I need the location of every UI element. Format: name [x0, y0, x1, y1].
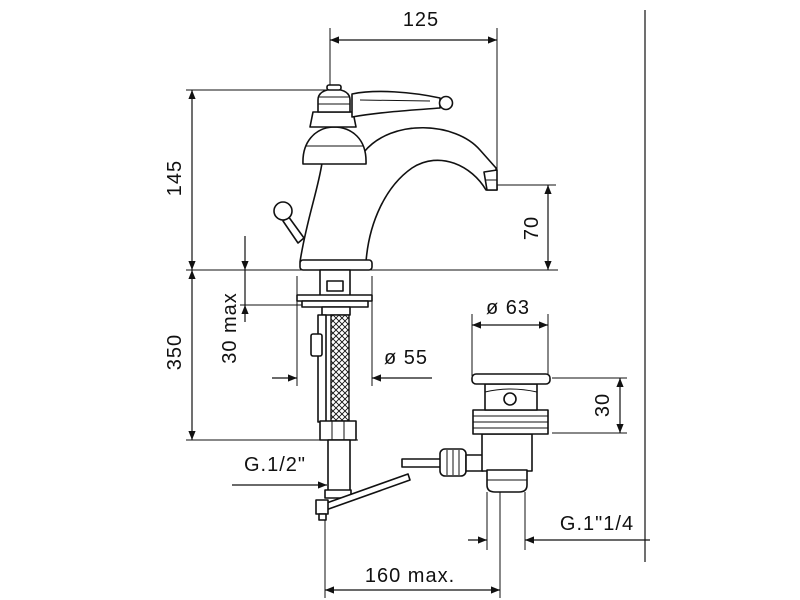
hex-fitting — [319, 420, 357, 441]
fixing-nut — [301, 300, 369, 308]
popup-knob — [273, 201, 305, 244]
dimension-label: G.1"1/4 — [560, 513, 634, 535]
dimension-label: 350 — [164, 334, 186, 370]
dimension-top-width: 125 — [329, 9, 498, 178]
pivot-housing — [465, 454, 484, 472]
dimension-drain-height: 30 — [552, 377, 627, 434]
handle-cap-top — [326, 84, 342, 91]
dimension-label: G.1/2" — [244, 454, 306, 476]
rod-clip — [315, 499, 329, 515]
drain-body — [481, 433, 533, 472]
handle-collar — [309, 111, 357, 128]
dimension-upper-height: 145 — [164, 89, 328, 270]
hose-connector — [321, 306, 351, 316]
drain-tail — [486, 469, 528, 493]
braided-hose — [330, 314, 350, 422]
plug-stem — [503, 392, 517, 406]
under-deck-assembly — [296, 269, 411, 521]
handle-cap — [317, 88, 351, 113]
plug-curve — [484, 388, 538, 393]
dimension-supply-thread: G.1/2" — [232, 454, 327, 489]
popup-ball — [273, 201, 293, 221]
dimension-spout-height: 70 — [492, 184, 556, 270]
supply-pipe — [327, 439, 351, 493]
base-plate — [299, 259, 373, 271]
tube-clip — [310, 333, 323, 357]
dimension-label: 70 — [521, 216, 543, 240]
rigid-tube — [317, 314, 327, 423]
dimension-label: ø 55 — [384, 347, 428, 369]
dimension-label: ø 63 — [486, 297, 530, 319]
dimension-base-diameter: ø 55 — [272, 276, 432, 386]
rod-screw — [318, 513, 327, 521]
dimension-label: 145 — [164, 160, 186, 196]
dimension-drain-diameter: ø 63 — [471, 297, 549, 376]
dimension-label: 30 — [592, 393, 614, 417]
handle-lever — [351, 90, 441, 118]
dimension-deck-max: 30 max — [219, 236, 334, 364]
lever-ball — [438, 95, 454, 111]
dimension-drain-thread: G.1"1/4 — [468, 492, 650, 550]
dimension-label: 160 max. — [365, 565, 455, 587]
dimension-label: 125 — [403, 9, 439, 31]
popup-drain — [401, 373, 551, 493]
handle — [309, 84, 454, 128]
faucet-body — [299, 126, 498, 271]
shank-nut — [326, 280, 344, 292]
lever-detail — [359, 99, 431, 102]
dimension-rod-max: 160 max. — [324, 492, 501, 598]
dimension-label: 30 max — [219, 292, 241, 364]
pivot-rod — [401, 458, 443, 468]
drain-flange — [471, 373, 551, 385]
washer — [296, 294, 373, 302]
